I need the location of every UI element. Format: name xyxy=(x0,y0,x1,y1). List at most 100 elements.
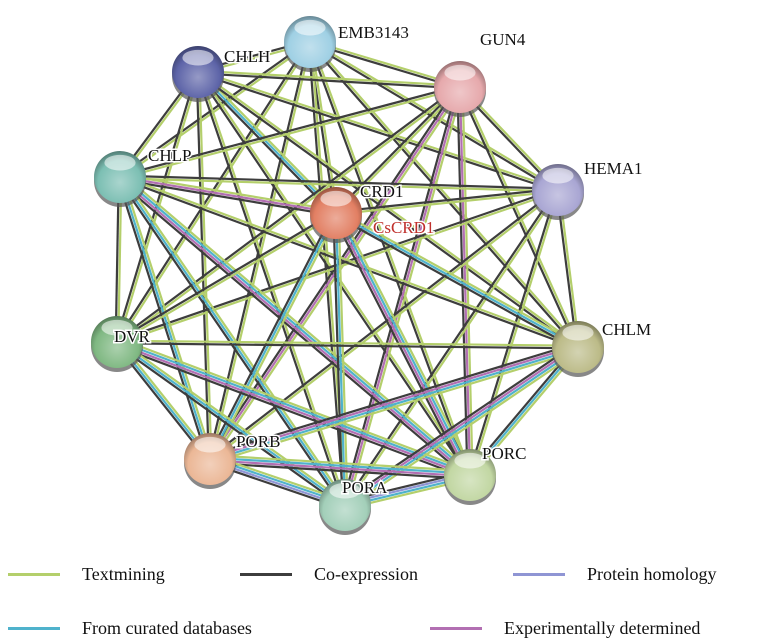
experimental-line-swatch xyxy=(430,627,482,630)
edge-chlp-porc xyxy=(116,173,474,479)
textmining-evidence-line xyxy=(117,337,472,473)
coexpression-evidence-line xyxy=(195,73,335,216)
node-label: PORB xyxy=(236,432,280,451)
textmining-evidence-line xyxy=(346,349,581,510)
legend: Textmining Co-expression Protein homolog… xyxy=(0,560,772,644)
edge-gun4-crd1 xyxy=(334,85,462,215)
coexpression-evidence-line xyxy=(116,179,469,479)
experimental-evidence-line xyxy=(116,342,470,478)
curated-evidence-line xyxy=(335,212,579,348)
textmining-evidence-line xyxy=(336,87,462,215)
coexpression-evidence-line xyxy=(114,343,345,509)
coexpression-evidence-line xyxy=(457,87,578,348)
coexpression-evidence-line xyxy=(209,461,470,480)
coexpression-evidence-line xyxy=(307,42,345,506)
node-chlm[interactable]: CHLM xyxy=(552,319,653,377)
legend-label: Experimentally determined xyxy=(504,618,701,638)
curated-evidence-line xyxy=(120,175,472,475)
textmining-evidence-line xyxy=(345,190,560,507)
edge-crd1-porb xyxy=(206,211,340,461)
coexpression-evidence-line xyxy=(335,187,558,213)
textmining-evidence-line xyxy=(461,86,474,475)
textmining-evidence-line xyxy=(121,175,214,459)
node-highlight xyxy=(562,324,594,341)
textmining-evidence-line xyxy=(210,190,560,461)
node-label: CHLM xyxy=(602,320,651,339)
curated-evidence-line xyxy=(197,71,337,214)
coexpression-evidence-line xyxy=(196,72,578,349)
coexpression-evidence-line xyxy=(115,85,460,342)
node-highlight xyxy=(320,190,352,207)
node-highlight xyxy=(182,49,214,66)
node-label: CHLH xyxy=(224,47,270,66)
textmining-evidence-line xyxy=(310,41,473,475)
node-emb3143[interactable]: EMB3143 xyxy=(284,16,410,72)
experimental-evidence-line xyxy=(209,459,470,478)
edge-chlm-porb xyxy=(208,342,580,464)
node-chlp[interactable]: CHLP xyxy=(94,145,193,207)
node-dvr[interactable]: DVR xyxy=(91,316,152,372)
edge-emb3143-chlp xyxy=(118,40,312,179)
node-gun4[interactable]: GUN4 xyxy=(434,29,527,117)
coexpression-evidence-line xyxy=(119,178,336,217)
node-label: EMB3143 xyxy=(338,23,409,42)
textmining-evidence-line xyxy=(120,174,579,347)
edge-chlp-crd1 xyxy=(119,173,337,217)
edge-chlh-crd1 xyxy=(195,69,339,216)
node-pora[interactable]: PORA xyxy=(319,477,390,535)
textmining-evidence-line xyxy=(310,40,580,347)
legend-item-experimental: Experimentally determined xyxy=(430,618,700,639)
coexpression-evidence-line xyxy=(332,213,344,506)
edge-chlm-pora xyxy=(342,342,581,510)
textmining-evidence-line xyxy=(470,190,561,476)
curated-line-swatch xyxy=(8,627,60,630)
edge-crd1-pora xyxy=(332,212,349,506)
edge-porb-porc xyxy=(209,454,471,480)
edge-emb3143-chlm xyxy=(308,40,580,349)
node-hema1[interactable]: HEMA1 xyxy=(532,158,644,220)
highlight-label: CsCRD1 xyxy=(373,218,434,237)
textmining-evidence-line xyxy=(210,349,580,464)
edge-chlh-porb xyxy=(195,71,213,460)
coexpression-evidence-line xyxy=(308,42,578,349)
node-porc[interactable]: PORC xyxy=(444,443,528,505)
textmining-evidence-line xyxy=(117,338,348,504)
node-porb[interactable]: PORB xyxy=(184,431,282,489)
edge-chlp-chlm xyxy=(119,174,579,350)
edge-chlp-porb xyxy=(116,175,214,461)
node-label: GUN4 xyxy=(480,30,526,49)
legend-label: Protein homology xyxy=(587,564,717,584)
node-label: PORC xyxy=(482,444,526,463)
coexpression-evidence-line xyxy=(334,214,578,351)
curated-evidence-line xyxy=(210,456,471,475)
edge-hema1-crd1 xyxy=(335,187,559,216)
textmining-evidence-line xyxy=(119,177,558,193)
edge-hema1-porc xyxy=(467,189,561,476)
coexpression-evidence-line xyxy=(119,177,578,350)
edge-crd1-chlm xyxy=(334,209,580,351)
textmining-evidence-line xyxy=(117,339,579,347)
edge-dvr-pora xyxy=(114,338,348,509)
node-chlh[interactable]: CHLH xyxy=(172,46,272,102)
node-highlight xyxy=(444,64,476,81)
curated-evidence-line xyxy=(334,212,347,506)
curated-evidence-line xyxy=(210,347,579,462)
textmining-evidence-line xyxy=(198,69,461,87)
node-highlight xyxy=(194,436,226,453)
edge-hema1-porb xyxy=(208,188,560,461)
textmining-evidence-line xyxy=(120,173,337,212)
edge-gun4-chlp xyxy=(119,84,461,180)
node-highlight xyxy=(294,19,326,36)
coexpression-evidence-line xyxy=(120,174,559,190)
curated-evidence-line xyxy=(117,339,471,475)
experimental-evidence-line xyxy=(343,345,578,505)
textmining-evidence-line xyxy=(210,454,471,473)
curated-evidence-line xyxy=(345,347,580,507)
coexpression-evidence-line xyxy=(208,342,578,457)
textmining-evidence-line xyxy=(199,69,339,212)
curated-evidence-line xyxy=(118,176,212,460)
curated-evidence-line xyxy=(116,341,346,506)
